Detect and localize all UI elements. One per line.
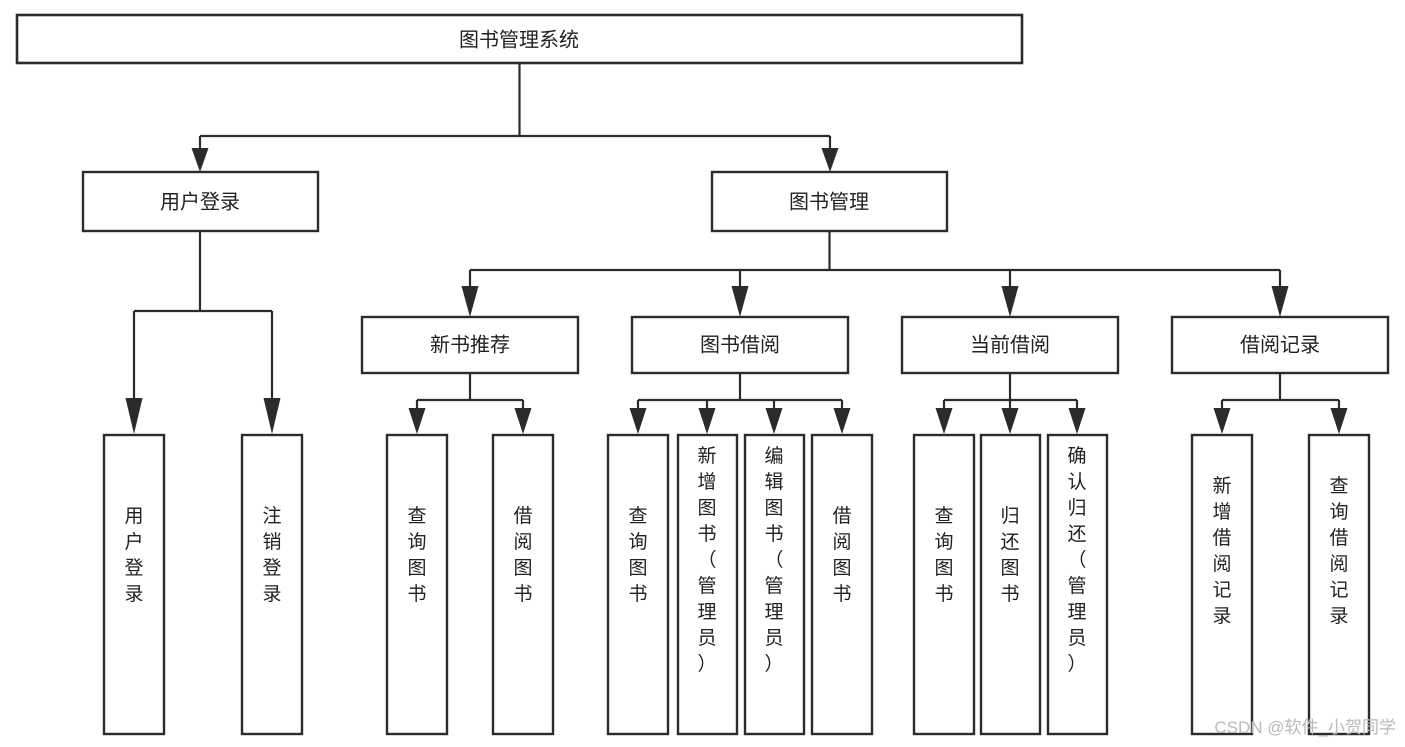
node-book-borrow-label: 图书借阅	[700, 333, 780, 356]
arrowhead-leaf-add-book	[698, 408, 716, 434]
node-leaf-add-record-box[interactable]	[1190, 433, 1254, 736]
node-leaf-query-book-1-label: 查询图书	[407, 505, 426, 605]
node-leaf-add-book[interactable]: 新增图书（管理员）	[676, 433, 739, 736]
arrowhead-book-manage	[821, 148, 839, 172]
node-root[interactable]: 图书管理系统	[15, 13, 1024, 65]
node-leaf-add-book-label: 新增图书（管理员）	[697, 445, 716, 675]
node-leaf-query-book-3-box[interactable]	[912, 433, 976, 736]
node-leaf-user-login-box[interactable]	[102, 433, 166, 736]
arrowhead-user-login	[191, 148, 209, 172]
node-leaf-query-record-box[interactable]	[1307, 433, 1371, 736]
arrowhead-book-borrow	[731, 286, 749, 317]
node-leaf-borrow-book-1-label: 借阅图书	[513, 505, 532, 605]
node-leaf-borrow-book-1-box[interactable]	[491, 433, 555, 736]
node-leaf-add-book-box[interactable]	[676, 433, 739, 736]
arrowhead-new-book-recommend	[461, 286, 479, 317]
node-leaf-return-book-box[interactable]	[979, 433, 1042, 736]
node-book-borrow-box[interactable]	[630, 315, 850, 375]
node-leaf-user-login[interactable]: 用户登录	[102, 433, 166, 736]
arrowhead-leaf-query-book-1	[408, 408, 426, 434]
arrowhead-leaf-user-login	[125, 398, 143, 434]
node-user-login-box[interactable]	[81, 170, 320, 233]
node-leaf-logout-login-box[interactable]	[240, 433, 304, 736]
node-user-login-label: 用户登录	[160, 190, 240, 213]
node-user-login[interactable]: 用户登录	[81, 170, 320, 233]
node-leaf-user-login-label: 用户登录	[124, 506, 143, 605]
node-new-book-recommend-label: 新书推荐	[430, 333, 510, 356]
node-borrow-record-box[interactable]	[1170, 315, 1390, 375]
node-book-manage-box[interactable]	[710, 170, 949, 233]
node-leaf-logout-login[interactable]: 注销登录	[240, 433, 304, 736]
node-borrow-record[interactable]: 借阅记录	[1170, 315, 1390, 375]
arrowhead-leaf-edit-book	[765, 408, 783, 434]
arrowhead-leaf-logout-login	[263, 398, 281, 434]
node-leaf-add-record-label: 新增借阅记录	[1212, 475, 1231, 627]
node-root-box[interactable]	[15, 13, 1024, 65]
node-leaf-confirm-return[interactable]: 确认归还（管理员）	[1046, 433, 1109, 736]
arrowhead-leaf-query-book-3	[935, 408, 953, 434]
node-leaf-return-book[interactable]: 归还图书	[979, 433, 1042, 736]
node-book-borrow[interactable]: 图书借阅	[630, 315, 850, 375]
csdn-watermark: CSDN @软件_小贺同学	[1214, 718, 1396, 737]
node-leaf-query-book-2[interactable]: 查询图书	[606, 433, 670, 736]
node-book-manage[interactable]: 图书管理	[710, 170, 949, 233]
node-leaf-query-book-2-label: 查询图书	[628, 505, 647, 605]
node-leaf-query-book-2-box[interactable]	[606, 433, 670, 736]
node-leaf-query-book-3[interactable]: 查询图书	[912, 433, 976, 736]
node-leaf-return-book-label: 归还图书	[1000, 505, 1019, 605]
node-leaf-borrow-book-2-box[interactable]	[810, 433, 874, 736]
node-new-book-recommend[interactable]: 新书推荐	[360, 315, 580, 375]
node-leaf-borrow-book-1[interactable]: 借阅图书	[491, 433, 555, 736]
node-leaf-confirm-return-label: 确认归还（管理员）	[1067, 445, 1086, 675]
connector-layer	[125, 63, 1348, 434]
node-leaf-borrow-book-2[interactable]: 借阅图书	[810, 433, 874, 736]
node-current-borrow-label: 当前借阅	[970, 333, 1050, 356]
node-leaf-query-book-1-box[interactable]	[385, 433, 449, 736]
node-leaf-query-record[interactable]: 查询借阅记录	[1307, 433, 1371, 736]
node-leaf-edit-book-label: 编辑图书（管理员）	[764, 445, 783, 675]
node-leaf-edit-book[interactable]: 编辑图书（管理员）	[743, 433, 806, 736]
node-leaf-logout-login-label: 注销登录	[262, 505, 281, 605]
node-leaf-borrow-book-2-label: 借阅图书	[832, 505, 851, 605]
node-book-manage-label: 图书管理	[789, 190, 869, 213]
node-leaf-query-record-label: 查询借阅记录	[1329, 475, 1348, 627]
node-leaf-add-record[interactable]: 新增借阅记录	[1190, 433, 1254, 736]
arrowhead-leaf-return-book	[1001, 408, 1019, 434]
node-root-label: 图书管理系统	[459, 28, 579, 51]
arrowhead-leaf-borrow-book-1	[514, 408, 532, 434]
arrowhead-leaf-confirm-return	[1068, 408, 1086, 434]
node-current-borrow-box[interactable]	[900, 315, 1120, 375]
node-new-book-recommend-box[interactable]	[360, 315, 580, 375]
arrowhead-current-borrow	[1001, 286, 1019, 317]
arrowhead-leaf-add-record	[1213, 408, 1231, 434]
node-borrow-record-label: 借阅记录	[1240, 333, 1320, 356]
arrowhead-leaf-borrow-book-2	[833, 408, 851, 434]
node-current-borrow[interactable]: 当前借阅	[900, 315, 1120, 375]
arrowhead-leaf-query-book-2	[629, 408, 647, 434]
arrowhead-leaf-query-record	[1330, 408, 1348, 434]
node-leaf-confirm-return-box[interactable]	[1046, 433, 1109, 736]
node-leaf-query-book-3-label: 查询图书	[934, 505, 953, 605]
node-leaf-query-book-1[interactable]: 查询图书	[385, 433, 449, 736]
node-leaf-edit-book-box[interactable]	[743, 433, 806, 736]
arrowhead-borrow-record	[1271, 286, 1289, 317]
